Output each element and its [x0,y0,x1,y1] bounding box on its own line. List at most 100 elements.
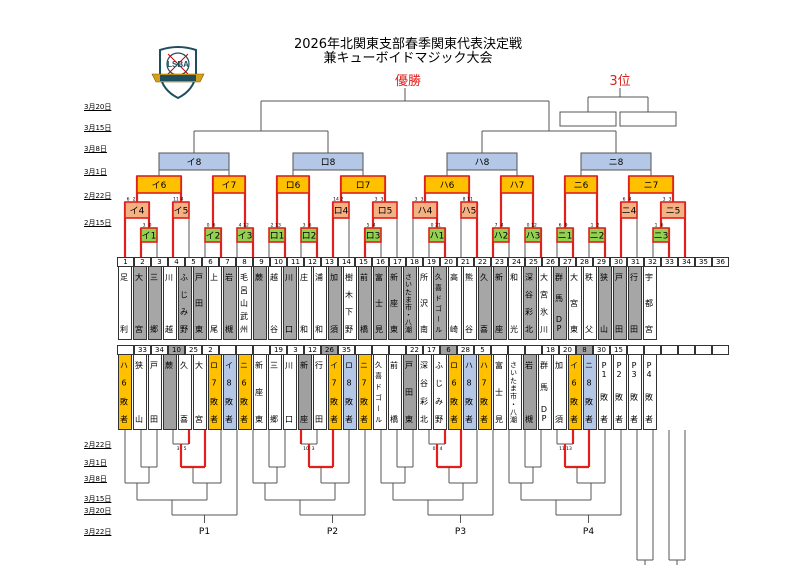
match-score: 9 [565,223,568,229]
page-subtitle: 兼キューボイドマジック大会 [323,51,493,66]
match-box [620,201,638,219]
consolation-entry: 加須 [552,354,567,430]
team-name: ふじみ野 [177,266,192,340]
consolation-entry: 戸田東 [402,354,417,430]
logo: LSBA [148,44,208,99]
match-box [332,201,350,219]
team-name: 戸田 [612,266,627,340]
team-name: 蕨 [252,266,267,340]
consolation-entry: 三郷 [267,354,282,430]
match-box [340,175,386,194]
match-score: 0 [527,223,530,229]
consolation-entry: ニ8敗者 [582,354,597,430]
consolation-entry: ハ6敗者 [117,354,132,430]
team-number: 33 [661,257,678,267]
team-name: 浦和 [312,266,327,340]
date-label-top: 2月15日 [84,219,112,227]
match-score: 2 [133,197,136,203]
match-label: ニ4 [622,207,637,217]
consolation-score: 3 [312,446,315,452]
consolation-entry: 久喜ドゴール [372,354,387,430]
match-label: イ2 [206,232,221,242]
third-place-slot [559,111,617,127]
consolation-entry: ふじみ野 [432,354,447,430]
match-label: イ4 [130,207,145,217]
consolation-number [678,345,695,355]
match-score: 3 [669,197,672,203]
match-label: ニ1 [558,232,573,242]
date-label-top: 3月15日 [84,124,112,132]
consolation-number [712,345,729,355]
match-score: 6 [127,197,130,203]
match-label: ハ6 [440,181,455,191]
match-label: ニ5 [666,207,681,217]
match-score: 6 [559,223,562,229]
team-name: 加須 [327,266,342,340]
match-label: ニ3 [654,232,669,242]
consolation-entry: ニ7敗者 [357,354,372,430]
consolation-entry: 富士見 [492,354,507,430]
consolation-entry: P1敗者 [597,354,612,430]
match-score: 3 [375,197,378,203]
consolation-number [695,345,712,355]
match-box [300,227,318,243]
date-label-bottom: 3月1日 [84,459,107,467]
match-box [460,201,478,219]
date-label-bottom: 3月15日 [84,495,112,503]
match-box [492,227,510,243]
match-box [372,201,398,219]
match-label: ロ8 [321,158,336,168]
match-box [500,175,534,194]
team-name: 川口 [282,266,297,340]
match-score: 3 [143,223,146,229]
match-box [628,175,674,194]
match-label: ロ3 [366,232,381,242]
team-name: 上尾 [207,266,222,340]
date-label-top: 2月22日 [84,192,112,200]
match-box [204,227,222,243]
consolation-entry: ロ8敗者 [342,354,357,430]
page-title: 2026年北関東支部春季関東代表決定戦 [293,37,523,52]
match-label: イ6 [152,181,167,191]
team-name: さいたま市・八潮 [402,266,417,340]
consolation-entry: 戸田 [147,354,162,430]
match-box [524,227,542,243]
consolation-entry: 川口 [282,354,297,430]
match-label: ロ6 [286,181,301,191]
consolation-number: 10 [168,345,185,355]
consolation-score: 11 [559,446,565,452]
match-score: 0 [431,223,434,229]
match-score: 1 [591,223,594,229]
match-score: 12 [243,223,249,229]
team-name: 和光 [507,266,522,340]
consolation-score: 4 [440,446,443,452]
match-score: 11 [467,197,473,203]
consolation-entry: 深谷彩北 [417,354,432,430]
match-label: イ8 [187,158,202,168]
match-score: 1 [655,223,658,229]
match-label: ロ5 [378,207,393,217]
match-box [136,175,182,194]
date-label-bottom: 3月22日 [84,528,112,536]
match-box [556,227,574,243]
team-name: 大宮東 [567,266,582,340]
svg-text:LSBA: LSBA [167,60,189,69]
match-score: 2 [597,223,600,229]
match-label: ロ2 [302,232,317,242]
third-place-label: 3位 [609,74,631,89]
match-label: イ5 [174,207,189,217]
consolation-score: 13 [566,446,572,452]
team-number: 4 [168,257,185,267]
consolation-entry: 狭山 [132,354,147,430]
match-label: ハ2 [494,232,509,242]
consolation-score: 5 [184,446,187,452]
team-name: 新座東 [387,266,402,340]
consolation-number: 17 [423,345,440,355]
match-box [424,175,470,194]
date-label-top: 3月20日 [84,103,112,111]
match-score: 4 [181,197,184,203]
team-name: 宇都宮 [642,266,657,340]
team-name: 行田 [627,266,642,340]
